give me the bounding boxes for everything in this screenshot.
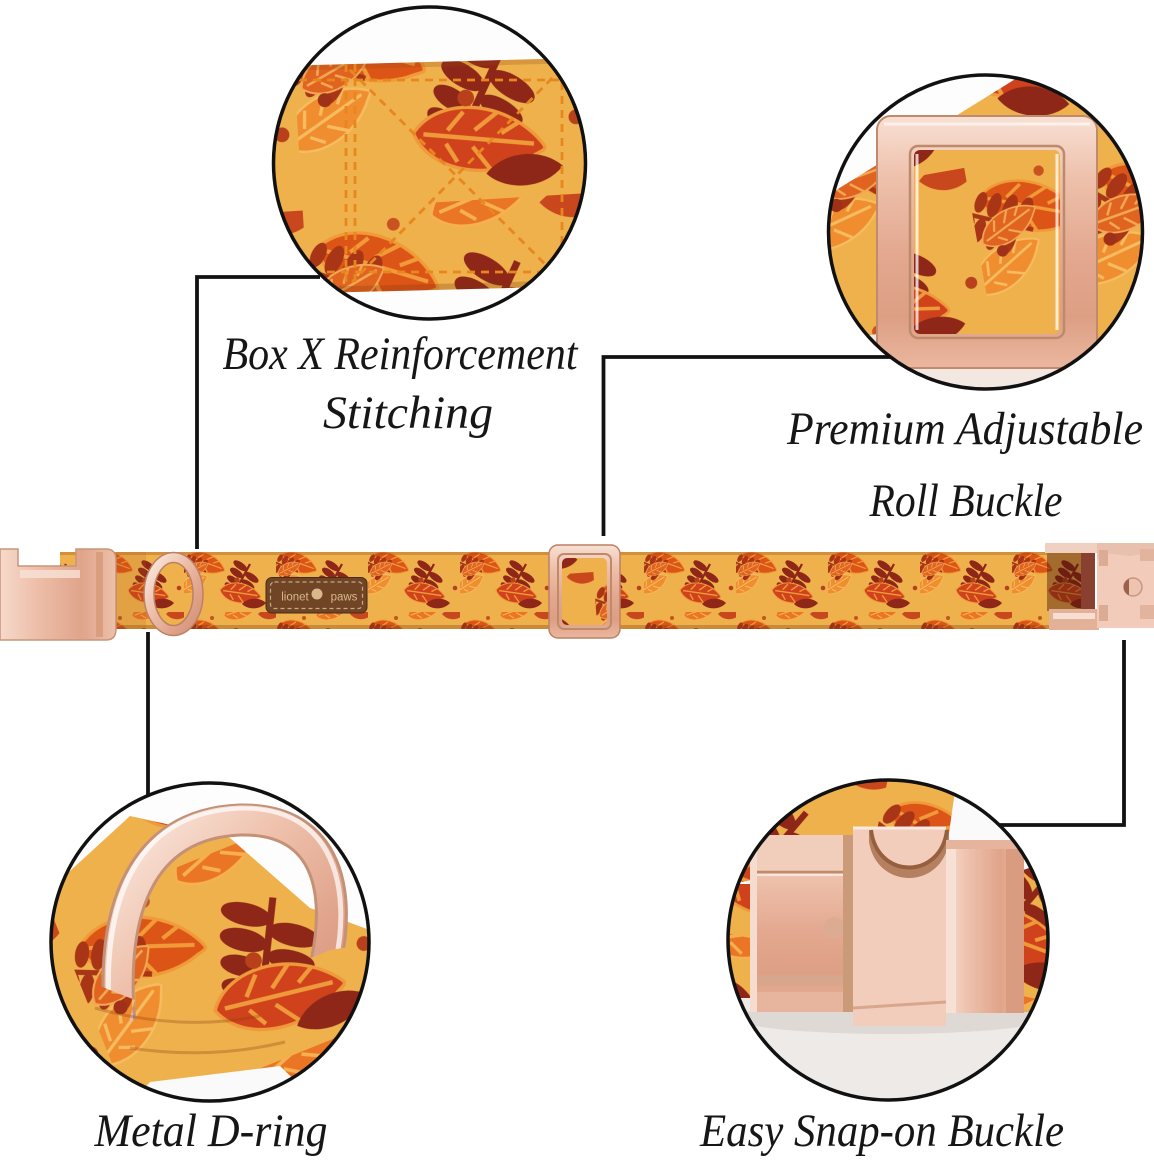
- svg-text:Metal D-ring: Metal D-ring: [94, 1105, 328, 1157]
- svg-text:Stitching: Stitching: [323, 387, 493, 439]
- svg-text:Roll Buckle: Roll Buckle: [869, 475, 1063, 527]
- svg-text:paws: paws: [331, 592, 358, 604]
- svg-text:Premium Adjustable: Premium Adjustable: [786, 403, 1143, 455]
- svg-text:lionet: lionet: [281, 592, 309, 604]
- svg-text:Box X Reinforcement: Box X Reinforcement: [223, 328, 579, 380]
- svg-text:Easy Snap-on Buckle: Easy Snap-on Buckle: [699, 1105, 1064, 1157]
